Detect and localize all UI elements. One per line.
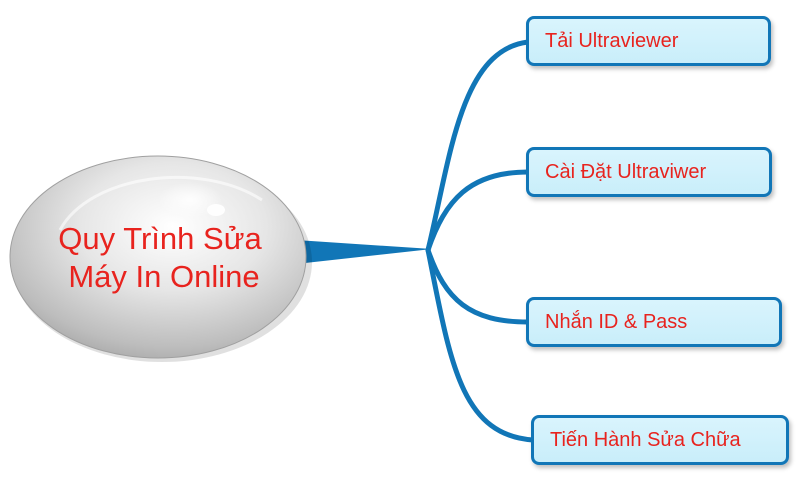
branch-node-label: Nhắn ID & Pass <box>545 310 688 333</box>
connector-branch-4 <box>425 247 536 443</box>
center-node-shine-small <box>207 204 225 216</box>
branch-node-label: Tải Ultraviewer <box>545 29 679 52</box>
connector-branch-1 <box>425 39 531 253</box>
branch-node-start-repair[interactable]: Tiến Hành Sửa Chữa <box>531 415 789 465</box>
branch-node-download-ultraviewer[interactable]: Tải Ultraviewer <box>526 16 771 66</box>
connector-branch-2 <box>425 169 531 253</box>
branch-node-install-ultraviewer[interactable]: Cài Đặt Ultraviwer <box>526 147 772 197</box>
center-node-highlight-arc <box>58 175 263 231</box>
center-node-bubble <box>9 155 307 359</box>
center-node-shine <box>158 182 222 218</box>
connector-branch-3 <box>425 247 531 325</box>
main-connector-wedge <box>296 240 432 264</box>
branch-node-send-id-pass[interactable]: Nhắn ID & Pass <box>526 297 782 347</box>
branch-node-label: Tiến Hành Sửa Chữa <box>550 428 741 451</box>
branch-node-label: Cài Đặt Ultraviwer <box>545 160 707 183</box>
